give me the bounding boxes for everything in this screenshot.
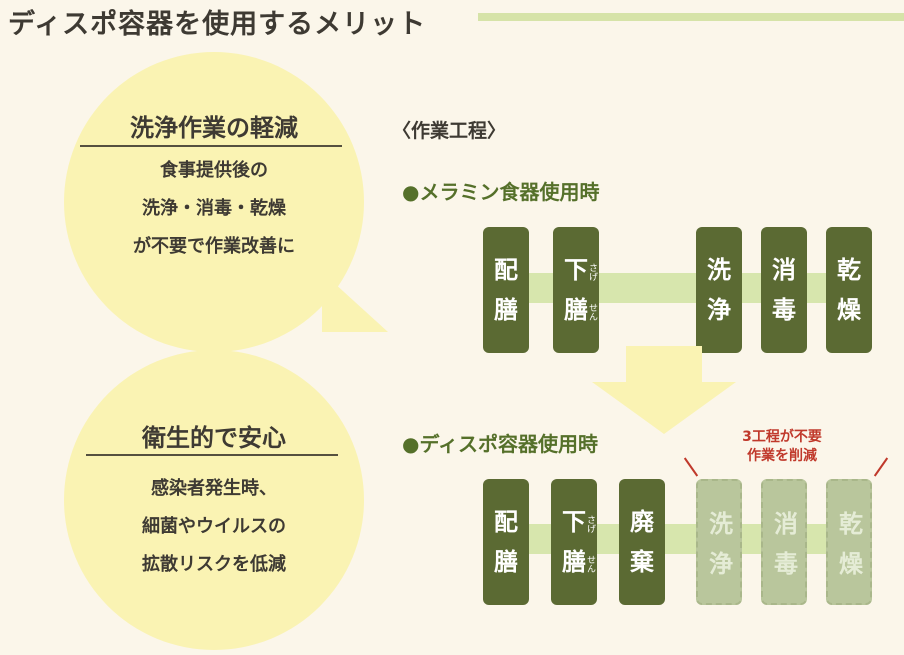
ruby-reading: せん [585,555,595,573]
step-char: 膳 [494,548,518,576]
step-washing-removed: 洗 浄 [696,479,742,605]
ruby-reading: さげ [587,263,597,281]
title-underline-decoration [478,13,904,21]
note-line-1: 3工程が不要 [742,429,822,445]
step-clearing: 下 膳 さげ せん [551,479,597,605]
step-char: 洗 [707,256,731,284]
speech-bubble-2 [64,350,364,650]
section-2-heading: ●ディスポ容器使用時 [402,432,599,456]
step-char: 消 [772,256,796,284]
step-drying-removed: 乾 燥 [826,479,872,605]
bubble-1-line-1: 食事提供後の [160,160,268,181]
process-label: 〈作業工程〉 [392,120,507,142]
step-char: 棄 [630,548,654,576]
bubble-1-divider [80,145,342,147]
bubble-1-line-2: 洗浄・消毒・乾燥 [142,198,286,219]
step-washing: 洗 浄 [696,227,742,353]
bubble-2-line-3: 拡散リスクを低減 [142,554,286,575]
step-drying: 乾 燥 [826,227,872,353]
bubble-2-line-2: 細菌やウイルスの [142,516,286,537]
step-char: 下 [564,256,588,284]
ruby-reading: せん [587,303,597,321]
down-arrow-icon [592,346,736,434]
bubble-1-body: 食事提供後の 洗浄・消毒・乾燥 が不要で作業改善に [64,152,364,266]
step-char: 膳 [564,296,588,324]
step-disinfection: 消 毒 [761,227,807,353]
page-title: ディスポ容器を使用するメリット [8,9,427,40]
speech-bubble-tail [322,272,388,332]
step-char: 毒 [774,550,798,578]
step-char: 洗 [709,510,733,538]
ruby-reading: さげ [585,515,595,533]
note-slash-right [873,457,889,477]
step-char: 廃 [630,508,654,536]
step-char: 燥 [837,296,861,324]
step-disinfection-removed: 消 毒 [761,479,807,605]
step-serving: 配 膳 [483,479,529,605]
speech-bubble-1 [64,52,364,352]
step-serving: 配 膳 [483,227,529,353]
step-char: 乾 [839,510,863,538]
step-char: 膳 [494,296,518,324]
bubble-2-heading: 衛生的で安心 [142,424,286,452]
bubble-1-heading: 洗浄作業の軽減 [130,114,298,142]
note-slash-left [683,457,699,477]
step-char: 下 [562,508,586,536]
step-disposal: 廃 棄 [619,479,665,605]
bubble-2-line-1: 感染者発生時、 [151,478,277,499]
note-line-2: 作業を削減 [747,448,817,464]
step-char: 浄 [709,550,733,578]
step-char: 毒 [772,296,796,324]
step-char: 配 [494,256,518,284]
step-clearing: 下 膳 さげ せん [553,227,599,353]
step-char: 配 [494,508,518,536]
step-char: 乾 [837,256,861,284]
step-char: 燥 [839,550,863,578]
step-char: 消 [774,510,798,538]
bubble-2-body: 感染者発生時、 細菌やウイルスの 拡散リスクを低減 [64,470,364,584]
bubble-1-line-3: が不要で作業改善に [133,236,295,257]
step-char: 浄 [707,296,731,324]
step-char: 膳 [562,548,586,576]
removed-steps-note: 3工程が不要 作業を削減 [718,428,846,466]
section-1-heading: ●メラミン食器使用時 [402,180,600,204]
bubble-2-divider [86,454,338,456]
